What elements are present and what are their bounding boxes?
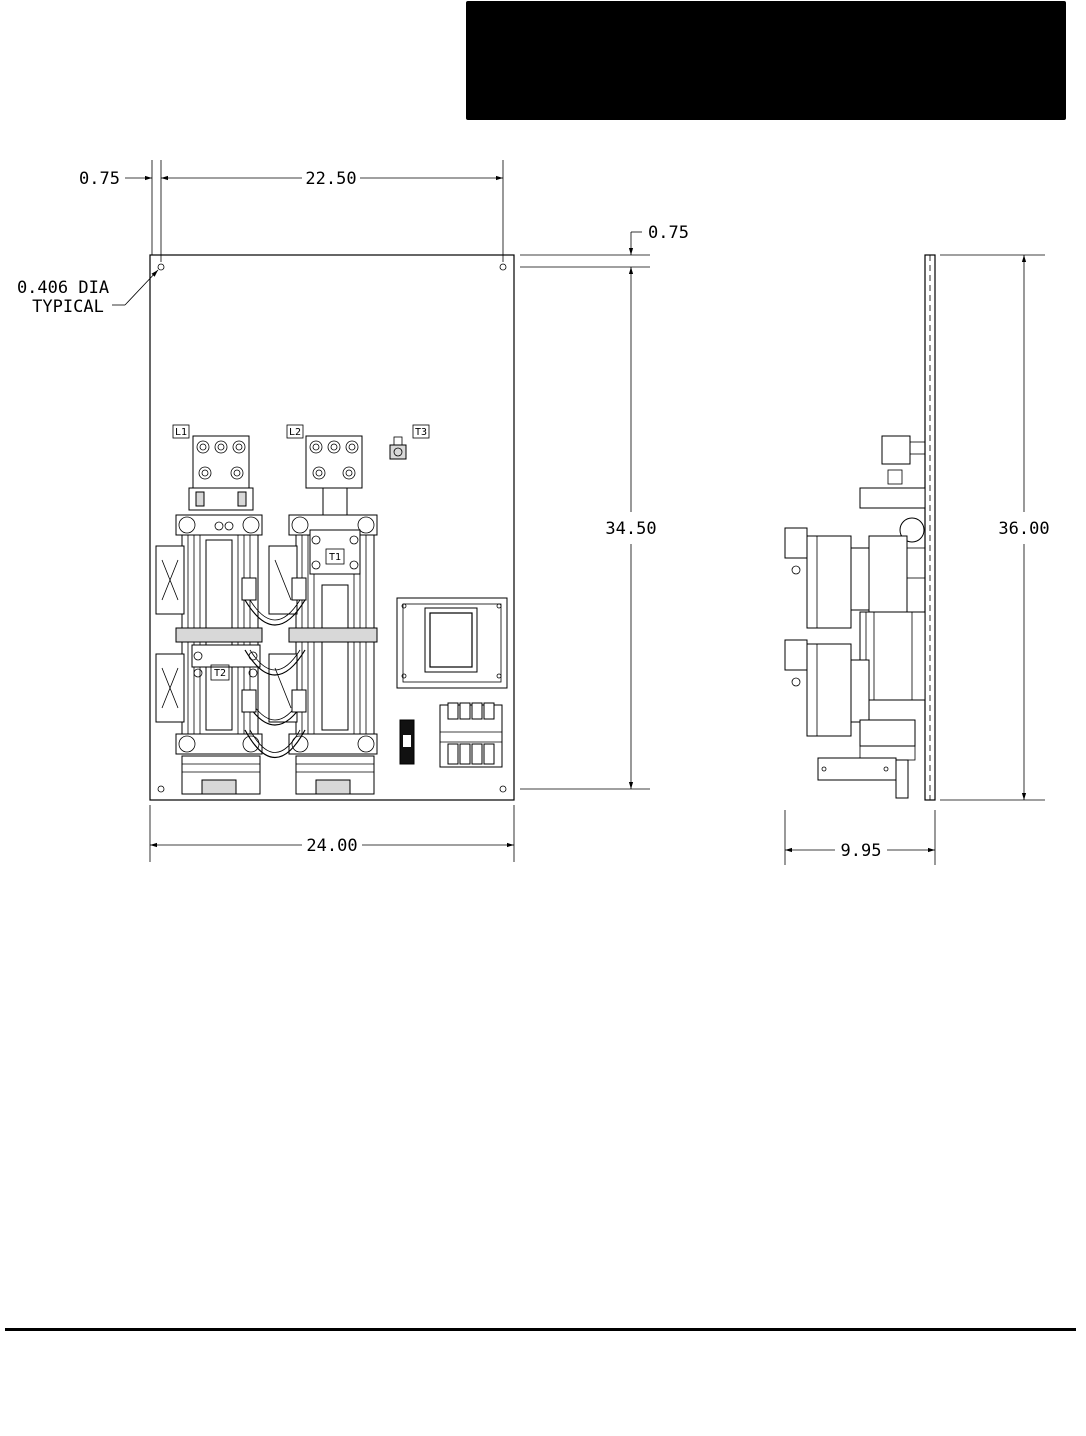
tag-l1: L1 — [175, 427, 187, 438]
footer-rule — [5, 1328, 1076, 1331]
tag-l2: L2 — [289, 427, 301, 438]
right-heatsink: T1 — [288, 514, 378, 795]
l1-bus-terminal — [188, 435, 254, 511]
tag-l2-box — [286, 424, 304, 439]
title-banner — [466, 1, 1066, 120]
mount-hole — [157, 785, 165, 793]
dimensions: 0.75 22.50 0.406 DIA TYPICAL 0.75 34.50 … — [17, 160, 1050, 865]
left-heatsink: T2 — [175, 514, 263, 795]
hole-note-line1: 0.406 DIA — [17, 278, 109, 298]
control-transformer — [396, 597, 508, 689]
l2-bus-terminal — [305, 435, 363, 523]
t3-terminal — [389, 436, 407, 460]
hole-note-line2: TYPICAL — [32, 297, 104, 317]
terminal-block — [439, 702, 503, 768]
fuse-holder — [399, 719, 415, 765]
tag-t1: T1 — [329, 552, 341, 563]
dim-hole-offset-x: 0.75 — [79, 169, 120, 189]
side-view — [784, 254, 936, 801]
dim-overall-height: 36.00 — [998, 519, 1049, 539]
mount-hole — [499, 263, 507, 271]
dim-hole-offset-y: 0.75 — [648, 223, 689, 243]
dim-overall-width: 24.00 — [306, 836, 357, 856]
tag-t3: T3 — [415, 427, 427, 438]
front-view: L1 L2 T3 — [149, 254, 515, 801]
dim-hole-spacing-x: 22.50 — [305, 169, 356, 189]
mount-hole — [157, 263, 165, 271]
tag-t2: T2 — [214, 668, 226, 679]
panel-outline — [149, 254, 515, 801]
dim-hole-spacing-y: 34.50 — [605, 519, 656, 539]
dim-depth: 9.95 — [841, 841, 882, 861]
tag-t3-box — [412, 424, 430, 439]
tag-l1-box — [172, 424, 190, 439]
mount-hole — [499, 785, 507, 793]
cable-loops — [241, 577, 307, 758]
